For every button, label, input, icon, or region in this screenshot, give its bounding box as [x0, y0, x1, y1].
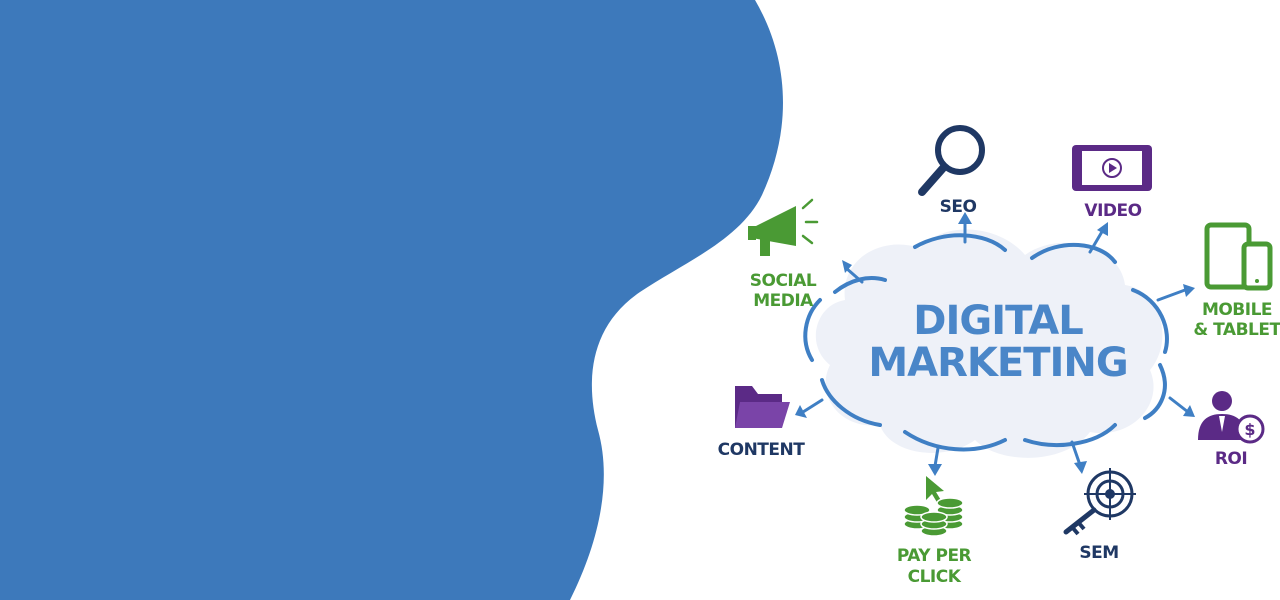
- title-marketing: MARKETING: [868, 340, 1127, 386]
- label-content: CONTENT: [718, 440, 806, 460]
- label-sem: SEM: [1079, 543, 1118, 563]
- businessman-dollar-icon: $: [1198, 391, 1265, 444]
- label-pay-per-click-2: CLICK: [908, 567, 962, 587]
- label-seo: SEO: [940, 197, 977, 217]
- label-social-media-2: MEDIA: [753, 291, 814, 311]
- label-social-media-1: SOCIAL: [750, 271, 817, 291]
- megaphone-icon: [748, 198, 819, 256]
- label-video: VIDEO: [1084, 201, 1141, 221]
- marketing-cloud: [795, 212, 1195, 476]
- coins-cursor-icon: [903, 476, 964, 537]
- target-key-icon: [1063, 468, 1136, 536]
- blue-blob-background: [0, 0, 783, 600]
- label-mobile-tablet-1: MOBILE: [1202, 300, 1272, 320]
- video-tablet-icon: [1072, 145, 1152, 191]
- svg-text:$: $: [1244, 420, 1255, 439]
- mobile-tablet-icon: [1204, 222, 1273, 291]
- label-pay-per-click-1: PAY PER: [897, 546, 972, 566]
- folder-icon: [735, 386, 790, 428]
- magnifier-icon: [918, 125, 985, 196]
- label-roi: ROI: [1215, 449, 1247, 469]
- title-digital: DIGITAL: [913, 298, 1083, 344]
- label-mobile-tablet-2: & TABLET: [1193, 320, 1280, 340]
